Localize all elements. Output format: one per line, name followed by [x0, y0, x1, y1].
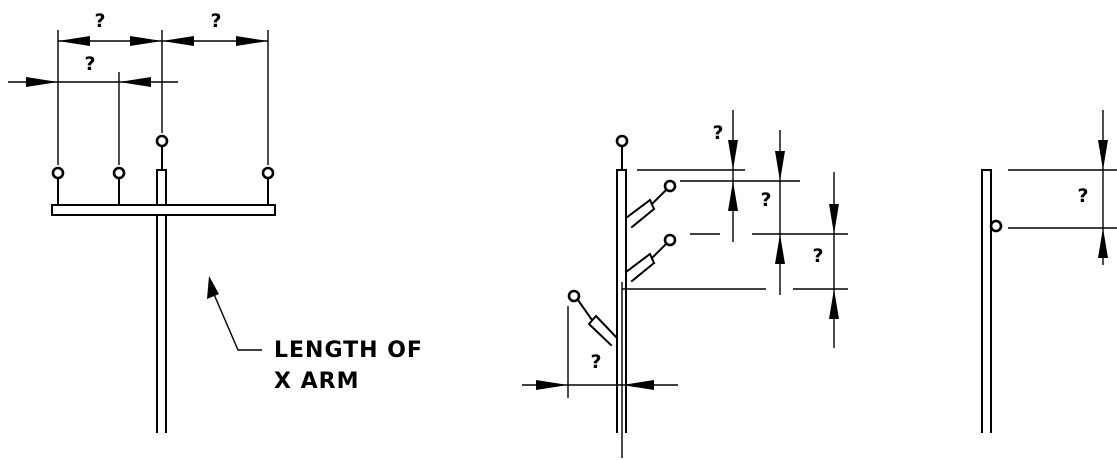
extension-lines [57, 30, 269, 165]
insulator-stems [57, 146, 269, 206]
extension-lines [567, 169, 848, 398]
insulator [155, 134, 169, 148]
insulator [567, 289, 581, 303]
callout-leader [207, 276, 262, 351]
bracket-middle [624, 233, 677, 283]
dimension-label: ? [1077, 185, 1088, 207]
crossarm-view: ? ? ? LENGTH OF X ARM [8, 10, 423, 433]
bracket-upper [624, 179, 677, 229]
insulator [51, 166, 65, 180]
bracket-view: ? ? ? ? [522, 110, 848, 458]
extension-lines [1008, 169, 1117, 229]
callout-line-1: LENGTH OF [274, 338, 423, 363]
cross-arm [51, 204, 276, 216]
insulator [615, 134, 629, 148]
insulator [989, 219, 1003, 233]
pole [156, 169, 167, 433]
dimension-label: ? [590, 351, 601, 373]
dimension-label: ? [210, 10, 221, 32]
dimension-label: ? [94, 10, 105, 32]
insulator [261, 166, 275, 180]
dimension-label: ? [712, 122, 723, 144]
dimension-top-right: ? [162, 10, 268, 46]
dimension-vertical-1: ? [712, 110, 738, 242]
dimension-horizontal: ? [522, 351, 678, 390]
bracket-lower-left [567, 289, 619, 347]
dimension-label: ? [760, 189, 771, 211]
insulator [663, 179, 677, 193]
dimension-lower: ? [8, 53, 178, 87]
dimension-vertical-3: ? [812, 172, 839, 348]
insulator [112, 166, 126, 180]
dimension-vertical: ? [1077, 110, 1108, 265]
dimension-vertical-2: ? [760, 130, 785, 295]
pole [981, 169, 992, 433]
insulator [663, 233, 677, 247]
callout-line-2: X ARM [274, 369, 359, 394]
dimension-label: ? [812, 245, 823, 267]
dimension-top-left: ? [58, 10, 162, 46]
dimension-label: ? [84, 53, 95, 75]
side-view: ? [981, 110, 1117, 433]
